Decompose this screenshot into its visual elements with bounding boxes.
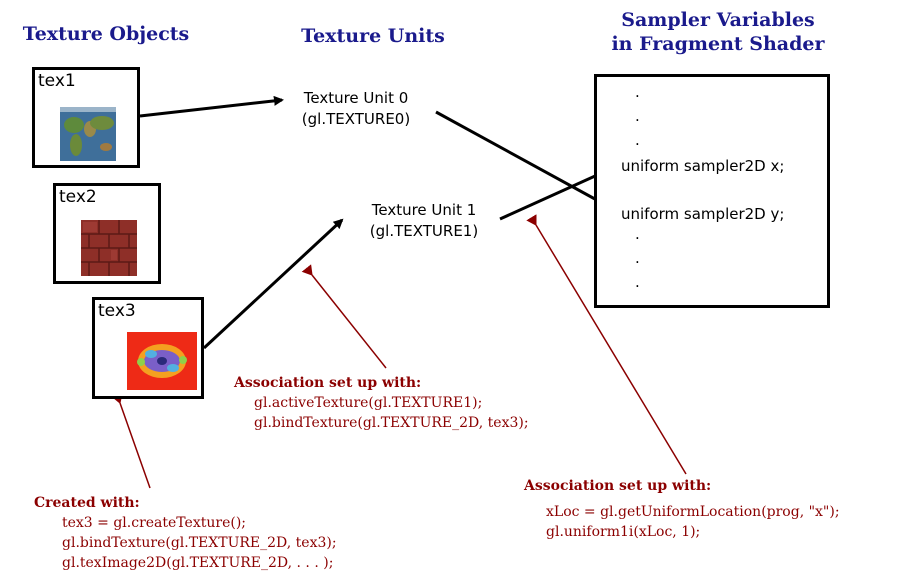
annotation-created-with-title: Created with: — [34, 495, 140, 511]
arrow-unit0-to-uniform-y — [435, 110, 617, 212]
texture-unit-0-enum: (gl.TEXTURE0) — [301, 110, 411, 128]
shader-dot: . — [635, 107, 640, 125]
pointer-created — [111, 392, 151, 489]
tex1-label: tex1 — [38, 71, 76, 91]
annotation-active-texture: Association set up with: gl.activeTextur… — [234, 373, 529, 433]
tex3-label: tex3 — [98, 301, 136, 321]
world-map-thumbnail — [60, 107, 116, 161]
texture-object-tex2: tex2 — [53, 183, 161, 284]
annotation-created-with-line: gl.bindTexture(gl.TEXTURE_2D, tex3); — [62, 535, 337, 551]
texture-unit-1: Texture Unit 1 (gl.TEXTURE1) — [344, 200, 504, 242]
annotation-active-texture-line: gl.activeTexture(gl.TEXTURE1); — [254, 395, 483, 411]
heading-texture-units: Texture Units — [301, 25, 445, 47]
annotation-created-with-line: tex3 = gl.createTexture(); — [62, 515, 247, 531]
annotation-active-texture-line: gl.bindTexture(gl.TEXTURE_2D, tex3); — [254, 415, 529, 431]
shader-dot: . — [635, 83, 640, 101]
heading-sampler-line2: in Fragment Shader — [611, 33, 825, 55]
shader-dot: . — [635, 131, 640, 149]
pointer-assoc1 — [301, 264, 387, 369]
annotation-created-with: Created with: tex3 = gl.createTexture();… — [34, 493, 337, 573]
texture-unit-0: Texture Unit 0 (gl.TEXTURE0) — [276, 88, 436, 130]
heading-texture-objects: Texture Objects — [22, 23, 190, 45]
annotation-active-texture-title: Association set up with: — [234, 375, 422, 391]
pointer-assoc2 — [526, 214, 687, 475]
texture-unit-0-name: Texture Unit 0 — [303, 89, 409, 107]
annotation-uniform-location-line: xLoc = gl.getUniformLocation(prog, "x"); — [546, 504, 840, 520]
shader-dot: . — [635, 225, 640, 243]
texture-unit-1-enum: (gl.TEXTURE1) — [369, 222, 479, 240]
arrow-tex3-to-unit1 — [202, 218, 344, 350]
shader-dot: . — [635, 249, 640, 267]
texture-unit-1-name: Texture Unit 1 — [371, 201, 477, 219]
texture-object-tex1: tex1 — [32, 67, 140, 168]
uniform-x-declaration: uniform sampler2D x; — [621, 157, 785, 175]
tex2-label: tex2 — [59, 187, 97, 207]
heading-sampler-line1: Sampler Variables — [621, 9, 815, 31]
shader-dot: . — [635, 273, 640, 291]
annotation-uniform-location: Association set up with: xLoc = gl.getUn… — [524, 476, 840, 542]
uniform-y-declaration: uniform sampler2D y; — [621, 205, 785, 223]
arrow-tex1-to-unit0 — [139, 95, 284, 118]
annotation-uniform-location-line: gl.uniform1i(xLoc, 1); — [546, 524, 701, 540]
red-brick-thumbnail — [81, 220, 137, 276]
heading-sampler-variables: Sampler Variables in Fragment Shader — [588, 8, 848, 56]
texture-object-tex3: tex3 — [92, 297, 204, 399]
annotation-uniform-location-title: Association set up with: — [524, 478, 712, 494]
fractal-thumbnail — [127, 332, 197, 390]
annotation-created-with-line: gl.texImage2D(gl.TEXTURE_2D, . . . ); — [62, 555, 334, 571]
fragment-shader-box: . . . uniform sampler2D x; uniform sampl… — [594, 74, 830, 308]
